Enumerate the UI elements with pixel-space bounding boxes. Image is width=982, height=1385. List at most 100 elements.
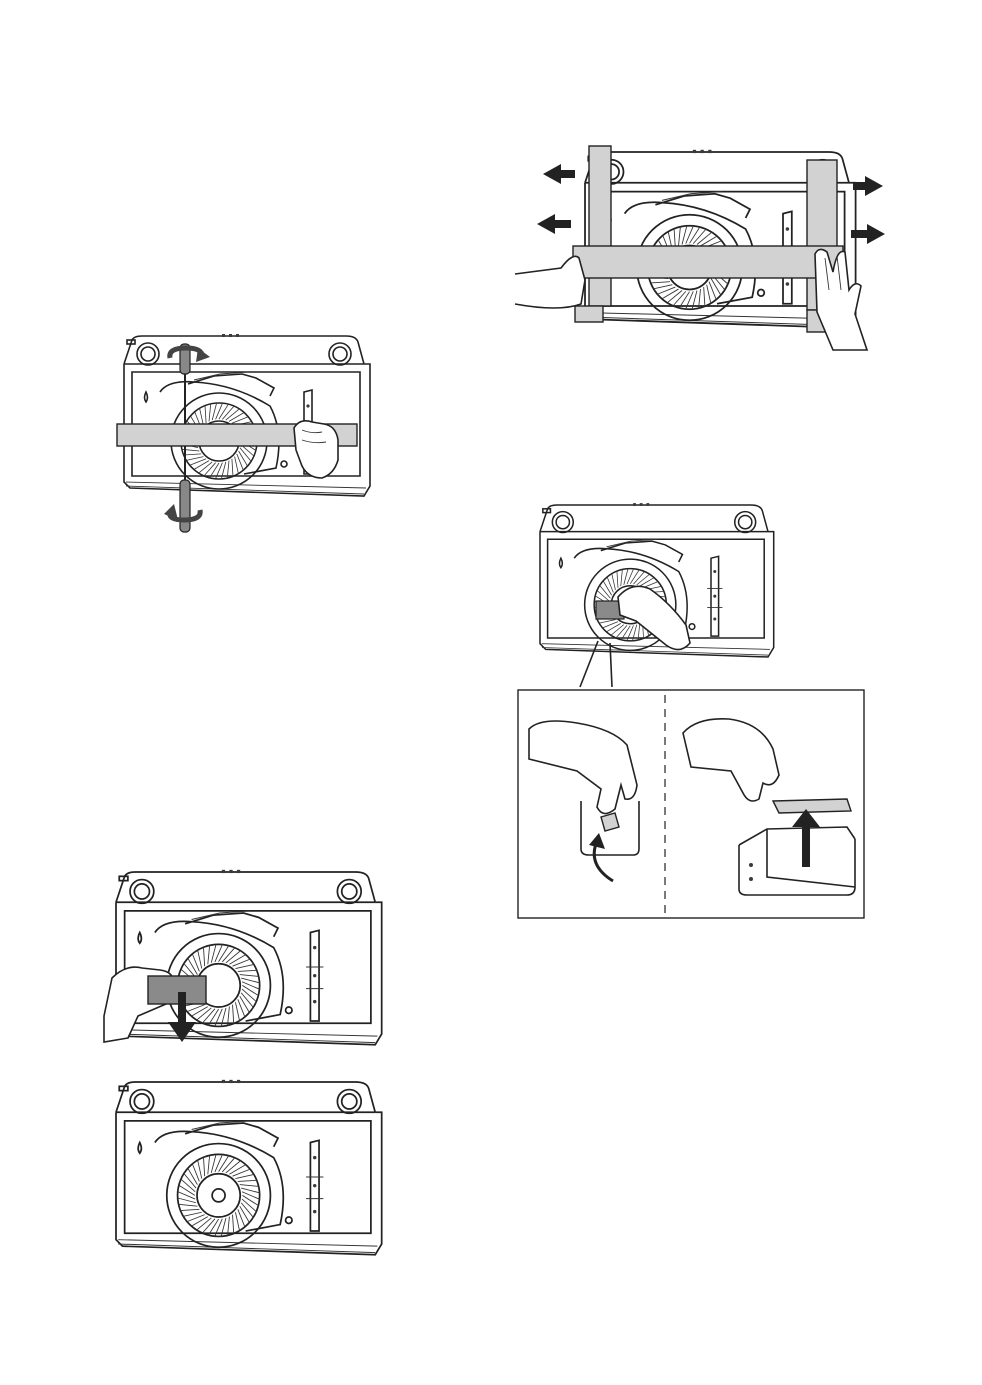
fan-blade (241, 993, 253, 1008)
fan-blade (242, 1192, 259, 1199)
figure-release-motor-clip (104, 866, 384, 1066)
fan-blade (233, 1005, 234, 1024)
fan-blade (208, 945, 210, 964)
fan-blade (181, 1179, 195, 1192)
fan-blade (203, 1157, 204, 1176)
fan-blade (184, 454, 202, 455)
fan-blade (229, 955, 245, 965)
fan-blade (238, 970, 257, 971)
fan-blade (222, 406, 234, 419)
fan-blade (192, 1164, 199, 1182)
fan-blade (679, 227, 681, 246)
fan-blade (233, 959, 251, 966)
hood-interior (124, 334, 370, 496)
fan-blade (202, 1219, 215, 1233)
fan-blade (199, 462, 213, 473)
fan-blade (194, 461, 209, 470)
fan-blade (662, 289, 679, 299)
fan-blade (630, 570, 639, 584)
fan-blade (242, 1195, 258, 1205)
fan-blade (188, 958, 198, 974)
fan-blade (242, 985, 258, 995)
fan-blade (640, 578, 654, 586)
fan-blade (226, 951, 241, 963)
fan-blade (233, 1215, 234, 1234)
fan-blade (603, 581, 611, 595)
fan-blade (654, 285, 673, 289)
fan-blade (198, 1160, 202, 1178)
fan-blade (597, 591, 610, 602)
fan-blade (190, 459, 206, 466)
fan-blade (240, 1185, 259, 1187)
fan-blade (232, 417, 248, 424)
fan-blade (222, 1158, 235, 1172)
fan-blade (183, 1212, 201, 1216)
fan-blade (191, 1217, 207, 1227)
figure-grip-motor-clip (540, 505, 780, 685)
fan-blade (208, 1155, 210, 1174)
fan-blade (219, 946, 229, 962)
fan-blade (637, 574, 650, 585)
fan-blade (200, 408, 204, 425)
fan-blade (226, 1161, 241, 1173)
fan-blade (690, 227, 700, 243)
fan-blade (709, 282, 716, 300)
fan-blade (238, 1180, 257, 1181)
fan-blade (673, 291, 686, 306)
fan-blade (633, 572, 644, 585)
fan-blade (697, 232, 712, 244)
fan-blade (226, 409, 240, 420)
fan-blade (178, 1192, 195, 1199)
fan-blade (186, 457, 203, 461)
fan-blade (202, 1009, 215, 1023)
fan-blade (674, 229, 675, 248)
figure-unscrew-fan-assembly (112, 330, 372, 545)
fan-blade (229, 1165, 245, 1175)
figure-fan-removed (104, 1076, 384, 1276)
fan-blade (216, 403, 223, 419)
motor-clip (148, 976, 206, 1004)
fan-blade (180, 1209, 199, 1210)
fan-blade (187, 1215, 205, 1222)
fan-blade (242, 989, 256, 1002)
hood-interior (116, 870, 382, 1045)
fan-blade (606, 623, 620, 631)
fan-blade (627, 569, 634, 584)
fan-blade (242, 1199, 256, 1212)
fan-blade (215, 1155, 222, 1172)
fan-blade (232, 459, 233, 477)
fan-blade (235, 1174, 253, 1178)
fan-blade (197, 1218, 212, 1230)
fan-blade (693, 229, 706, 244)
fan-blade (686, 226, 694, 244)
fan-blade (219, 1156, 229, 1172)
fan-blade (611, 625, 624, 636)
fan-blade (240, 1206, 250, 1222)
figure-clip-detail (517, 689, 867, 921)
fan-blade (235, 1002, 239, 1020)
fan-blade (240, 448, 251, 462)
fan-blade (238, 999, 245, 1017)
fan-blade (704, 287, 705, 306)
fan-blade (241, 1203, 253, 1218)
fan-blade (219, 404, 228, 419)
figure-remove-side-supports (515, 140, 890, 350)
fan-blade (617, 571, 618, 588)
fan-blade (651, 282, 670, 283)
fan-blade (707, 285, 711, 304)
clip-part (773, 799, 851, 813)
fan-blade (179, 1185, 195, 1195)
fan-blade (701, 236, 718, 246)
fan-blade (607, 577, 613, 592)
fan-blade (238, 1209, 245, 1227)
fan-blade (239, 451, 248, 466)
fan-blade (184, 1173, 196, 1188)
fan-blade (179, 1204, 198, 1206)
fan-blade (235, 457, 239, 474)
fan-blade (209, 404, 211, 422)
fan-blade (197, 1008, 212, 1020)
fan-blade (188, 1168, 198, 1184)
fan-blade (240, 996, 250, 1012)
fan-blade (240, 975, 259, 977)
fan-blade (242, 982, 259, 989)
